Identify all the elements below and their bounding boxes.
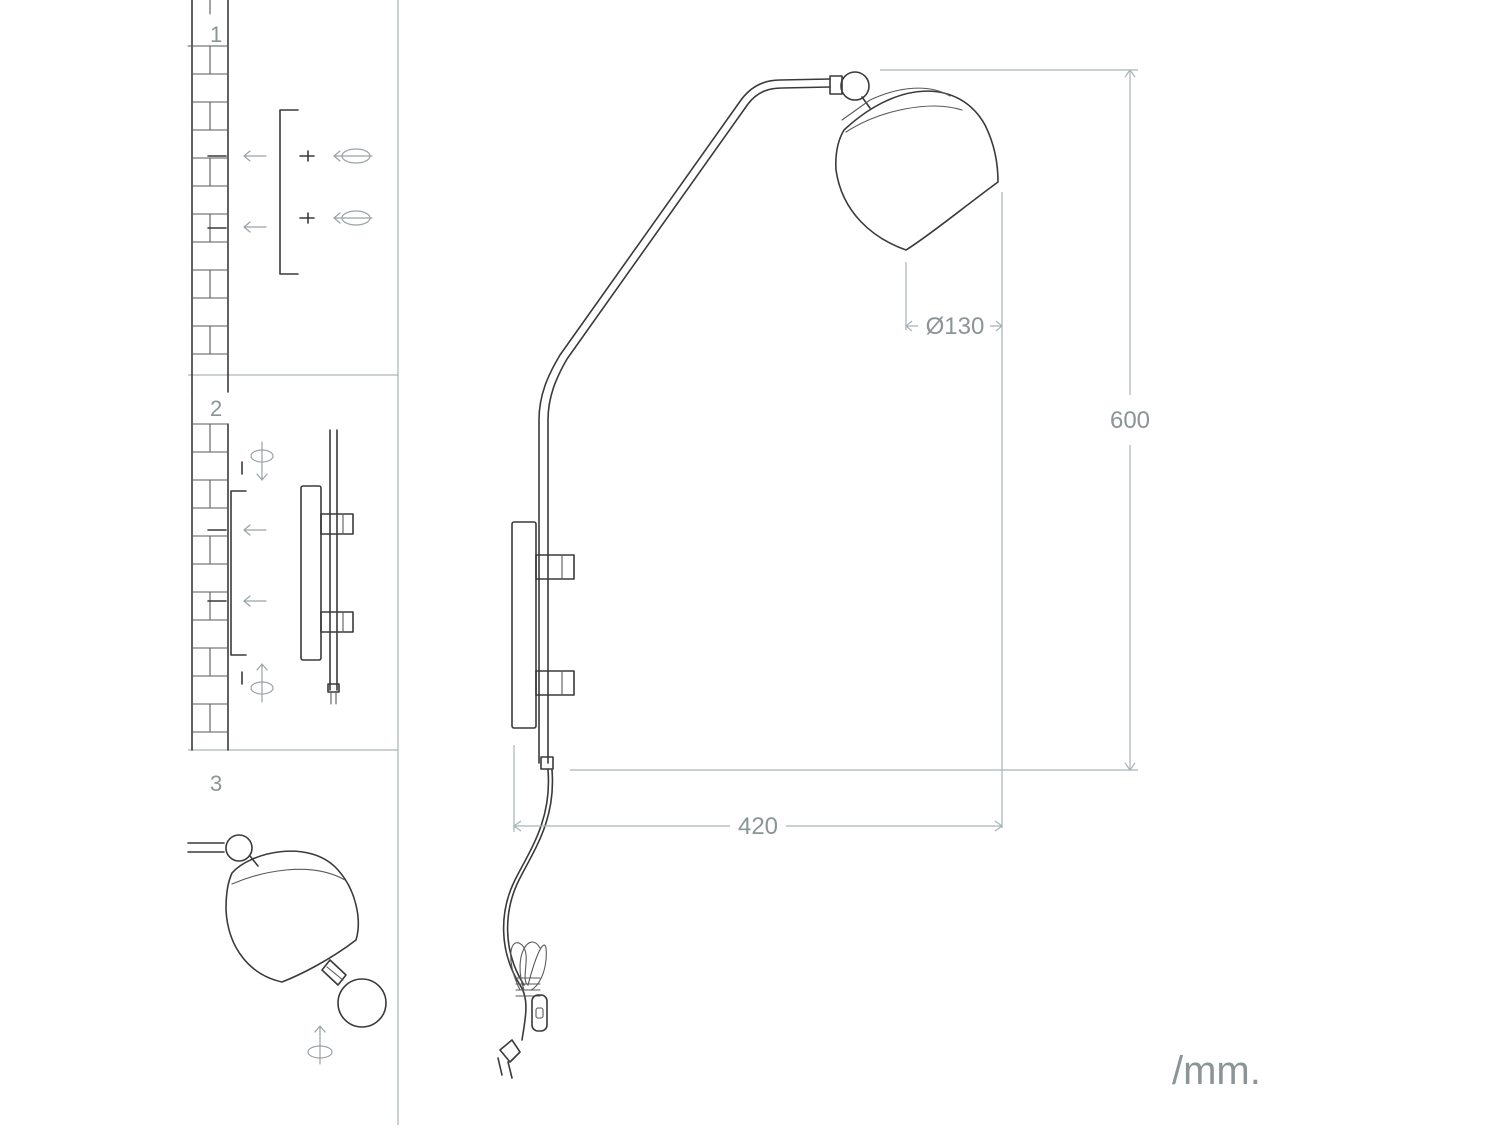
step-3-number: 3 xyxy=(210,771,222,796)
bracket-icon xyxy=(279,109,299,275)
screw-icon xyxy=(207,461,243,685)
lamp-main-drawing xyxy=(511,71,871,770)
dimension-diameter xyxy=(905,192,1003,828)
insert-arrow-icon xyxy=(243,524,267,607)
bulb-icon xyxy=(321,959,387,1028)
dimension-height xyxy=(570,68,1138,772)
rotate-arrow-icon xyxy=(333,148,373,226)
dimension-width xyxy=(512,745,1004,832)
power-cord-icon xyxy=(502,769,554,1041)
dimension-height-label: 600 xyxy=(1110,407,1150,434)
bracket-icon xyxy=(230,490,247,656)
dimension-width-label: 420 xyxy=(738,813,778,840)
unit-label: /mm. xyxy=(1172,1049,1261,1093)
panel-borders xyxy=(188,0,399,1125)
screw-icon xyxy=(207,150,315,229)
switch-icon xyxy=(531,994,548,1032)
insert-arrow-icon xyxy=(243,150,267,233)
step-2-number: 2 xyxy=(210,396,222,421)
wall-icon xyxy=(191,391,229,751)
step-1-number: 1 xyxy=(210,22,222,47)
wall-plate-icon xyxy=(300,429,354,705)
rotate-arrow-icon xyxy=(307,1025,333,1065)
lamp-shade-icon xyxy=(835,87,999,251)
plug-icon xyxy=(497,1039,521,1079)
wall-icon xyxy=(187,0,229,393)
rotate-arrow-icon xyxy=(250,441,274,703)
lamp-shade-icon xyxy=(187,834,360,983)
dimension-diameter-label: Ø130 xyxy=(926,313,985,340)
